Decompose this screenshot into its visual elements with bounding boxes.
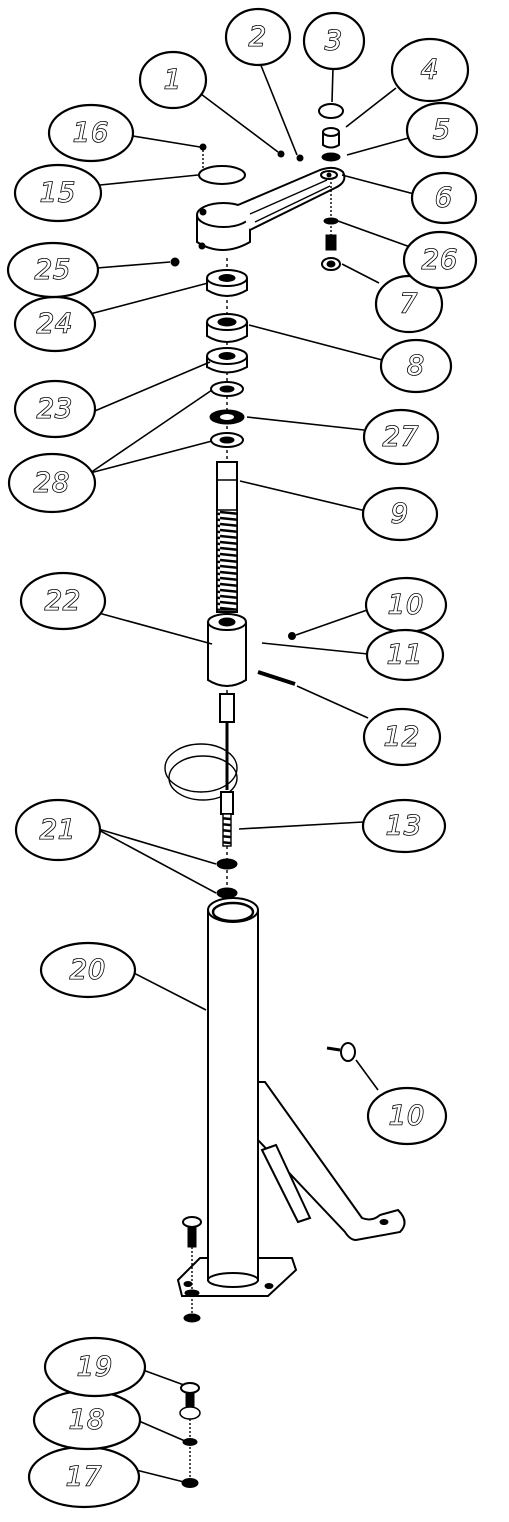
callout-6-label: 6 [435, 183, 453, 214]
callout-23-label: 23 [37, 394, 73, 425]
callout-21: 21 [14, 798, 102, 862]
callout-17: 17 [27, 1445, 141, 1509]
part-23-bearing [206, 347, 248, 374]
callout-9-label: 9 [391, 499, 409, 530]
part-arm-housing [196, 166, 346, 251]
part-22-coupler [207, 613, 247, 687]
part-7-bolt [321, 234, 341, 271]
callout-12: 12 [362, 707, 442, 767]
callout-7-label: 7 [400, 289, 418, 320]
callout-11: 11 [365, 628, 445, 682]
callout-20: 20 [39, 941, 137, 999]
part-18-washer [184, 1289, 200, 1297]
part-12-pin [257, 670, 296, 686]
callout-25-label: 25 [35, 255, 71, 286]
callout-25: 25 [6, 241, 100, 299]
callout-1-label: 1 [164, 65, 182, 96]
callout-10-lower-label: 10 [389, 1101, 425, 1132]
part-26-washer [323, 217, 339, 225]
callout-2: 2 [224, 7, 292, 67]
part-17-nut [183, 1313, 201, 1323]
bottom-hardware-stack [179, 1382, 201, 1488]
callout-27-label: 27 [383, 422, 419, 453]
part-15-cover-plate [198, 165, 246, 185]
callout-10-upper: 10 [364, 576, 448, 634]
callout-7: 7 [374, 274, 444, 334]
callout-22: 22 [19, 571, 107, 631]
callout-28: 28 [7, 452, 97, 514]
part-21-washer-bottom [216, 887, 238, 899]
part-25-set-screw [170, 257, 180, 267]
callout-4: 4 [390, 37, 470, 103]
callout-10-upper-label: 10 [388, 590, 424, 621]
callout-11-label: 11 [387, 640, 423, 671]
part-13-cable [164, 693, 238, 847]
callout-15: 15 [13, 163, 103, 223]
callout-3: 3 [302, 11, 366, 71]
part-5-washer [321, 152, 341, 162]
callout-19: 19 [43, 1336, 147, 1398]
callout-13-label: 13 [386, 811, 422, 842]
part-21-washer-top [216, 858, 238, 870]
callout-28-label: 28 [34, 468, 70, 499]
callout-18-label: 18 [69, 1405, 105, 1436]
part-4-nut [322, 127, 340, 149]
part-8-bushing [206, 313, 248, 343]
callout-5-label: 5 [433, 115, 451, 146]
callout-3-label: 3 [325, 26, 343, 57]
part-24-bearing [206, 269, 248, 297]
callout-21-label: 21 [40, 815, 76, 846]
part-16-screw [199, 143, 207, 168]
callout-1: 1 [138, 50, 208, 110]
callout-15-label: 15 [40, 178, 76, 209]
callout-5: 5 [405, 101, 479, 159]
callout-26: 26 [402, 230, 478, 290]
callout-26-label: 26 [422, 245, 458, 276]
callout-22-label: 22 [45, 586, 81, 617]
callout-8: 8 [379, 338, 453, 394]
part-1-2-screws [277, 150, 304, 162]
callout-20-label: 20 [70, 955, 106, 986]
callout-6: 6 [410, 171, 478, 225]
callout-17-label: 17 [66, 1462, 102, 1493]
callout-27: 27 [362, 408, 440, 466]
callout-4-label: 4 [421, 55, 439, 86]
callout-23: 23 [13, 379, 97, 439]
part-19-bolt [182, 1216, 202, 1248]
part-20-post [176, 897, 406, 1297]
callout-9: 9 [361, 486, 439, 542]
callout-16-label: 16 [73, 118, 109, 149]
part-9-threaded-shaft [216, 461, 238, 613]
part-10-screw-lower [326, 1042, 356, 1062]
callout-10-lower: 10 [366, 1086, 448, 1146]
callout-18: 18 [32, 1389, 142, 1451]
part-10-screw-upper [288, 632, 296, 640]
callout-24-label: 24 [37, 309, 73, 340]
callout-12-label: 12 [384, 722, 420, 753]
callout-19-label: 19 [77, 1352, 113, 1383]
callout-16: 16 [47, 103, 135, 163]
callout-13: 13 [361, 798, 447, 854]
part-3-cap [318, 103, 344, 119]
callout-2-label: 2 [249, 22, 267, 53]
leader-lines [89, 57, 419, 1483]
callout-24: 24 [13, 295, 97, 353]
callout-8-label: 8 [407, 351, 425, 382]
